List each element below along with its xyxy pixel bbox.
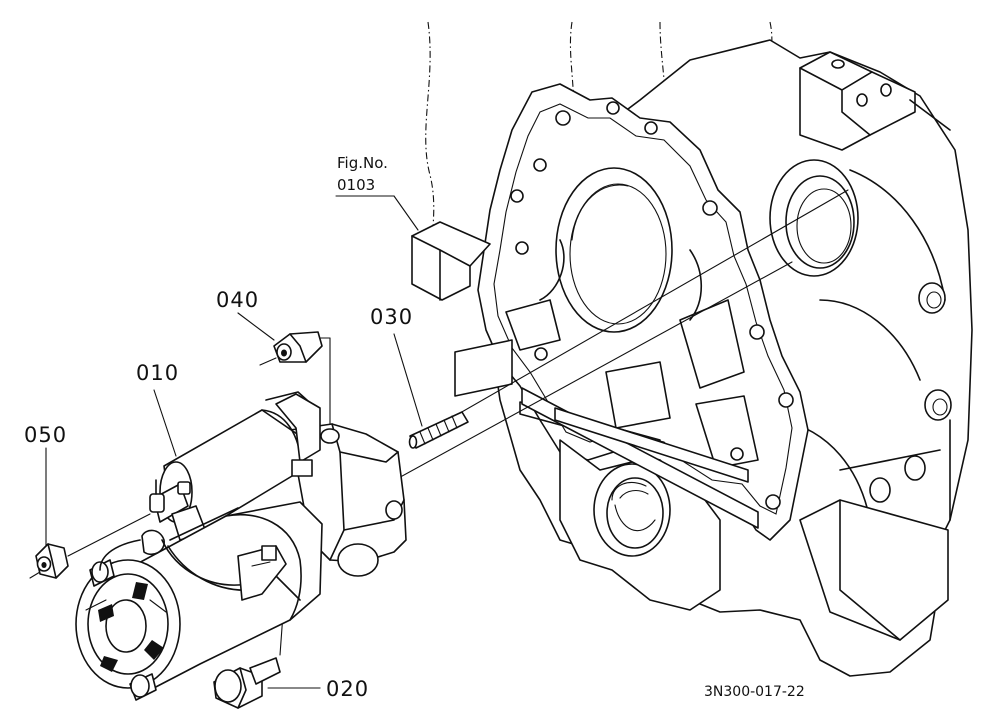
callout-050: 050 [24, 423, 67, 447]
callout-010: 010 [136, 361, 179, 385]
starter-motor-010 [75, 391, 407, 701]
leader-lines [45, 195, 423, 689]
callout-020: 020 [326, 677, 369, 701]
leader-fig-ref-diag [393, 195, 419, 231]
nut-040 [259, 331, 323, 366]
callout-030: 030 [370, 305, 413, 329]
housing-drawing [411, 21, 973, 677]
nut-050 [29, 513, 151, 579]
leader-010 [153, 389, 177, 457]
fig-ref-line1: Fig.No. [337, 154, 388, 172]
diagram-code: 3N300-017-22 [704, 684, 805, 700]
fig-ref-line2: 0103 [337, 176, 375, 194]
stud-030 [408, 411, 469, 449]
callout-040: 040 [216, 288, 259, 312]
leader-040 [237, 312, 275, 341]
leader-030 [393, 333, 423, 427]
